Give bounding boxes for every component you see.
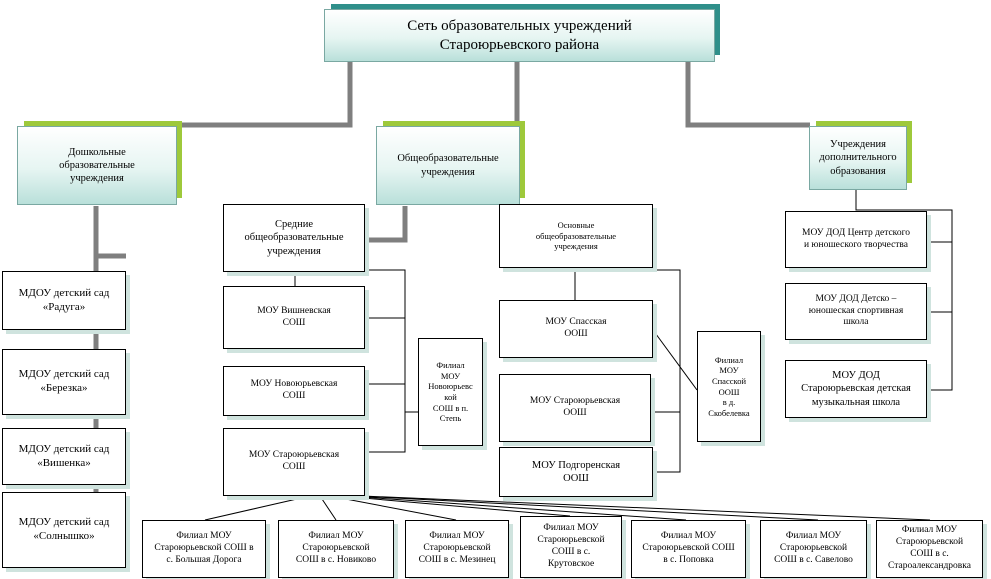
branch-item-label: Филиал МОУ Староюрьевской СОШ в с. Савел… [774, 531, 853, 565]
preschool-item: МДОУ детский сад «Вишенка» [2, 428, 126, 485]
basic-header: Основные общеобразовательные учреждения [499, 204, 653, 268]
additional-item-label: МОУ ДОД Староюрьевская детская музыкальн… [801, 370, 911, 408]
branch-item-label: Филиал МОУ Староюрьевской СОШ в с. Новик… [295, 531, 377, 565]
branch-item: Филиал МОУ Староюрьевской СОШ в с. Новик… [278, 520, 394, 578]
category-preschool: Дошкольные образовательные учреждения [17, 121, 182, 205]
secondary-school-label: МОУ Вишневская СОШ [257, 305, 331, 328]
preschool-item-label: МДОУ детский сад «Радуга» [18, 286, 110, 313]
branch-item: Филиал МОУ Староюрьевской СОШ в с. Попов… [631, 520, 746, 578]
basic-school-label: МОУ Спасская ООШ [545, 317, 607, 339]
secondary-school-label: МОУ Староюрьевская СОШ [248, 450, 340, 472]
category-additional-label: Учреждения дополнительного образования [819, 139, 897, 177]
preschool-item-label: МДОУ детский сад «Березка» [18, 368, 110, 394]
category-general-label: Общеобразовательные учреждения [397, 153, 499, 178]
basic-school-label: МОУ Подгоренская ООШ [531, 459, 621, 484]
basic-branch: Филиал МОУ Спасской ООШ в д. Скобелевка [697, 331, 761, 442]
basic-header-label: Основные общеобразовательные учреждения [535, 220, 617, 252]
preschool-item-label: МДОУ детский сад «Вишенка» [18, 442, 110, 469]
preschool-item: МДОУ детский сад «Березка» [2, 349, 126, 415]
branch-item: Филиал МОУ Староюрьевской СОШ в с. Савел… [760, 520, 867, 578]
additional-item: МОУ ДОД Детско – юношеская спортивная шк… [785, 283, 927, 340]
secondary-header: Средние общеобразовательные учреждения [223, 204, 365, 272]
basic-branch-label: Филиал МОУ Спасской ООШ в д. Скобелевка [708, 354, 750, 418]
secondary-branch: Филиал МОУ Новоюрьевс кой СОШ в п. Степь [418, 338, 483, 446]
secondary-branch-label: Филиал МОУ Новоюрьевс кой СОШ в п. Степь [428, 360, 473, 424]
additional-item-label: МОУ ДОД Центр детского и юношеского твор… [802, 227, 910, 250]
secondary-header-label: Средние общеобразовательные учреждения [244, 219, 344, 257]
branch-item: Филиал МОУ Староюрьевской СОШ в с. Старо… [876, 520, 983, 578]
basic-school: МОУ Спасская ООШ [499, 300, 653, 358]
additional-item: МОУ ДОД Центр детского и юношеского твор… [785, 211, 927, 268]
branch-item: Филиал МОУ Староюрьевской СОШ в с. Мезин… [405, 520, 509, 578]
category-general: Общеобразовательные учреждения [376, 121, 525, 205]
secondary-school: МОУ Староюрьевская СОШ [223, 428, 365, 496]
page-title: Сеть образовательных учреждений Староюрь… [324, 4, 720, 62]
preschool-item: МДОУ детский сад «Солнышко» [2, 492, 126, 568]
branch-item-label: Филиал МОУ Староюрьевской СОШ в с. Старо… [888, 525, 971, 571]
branch-item-label: Филиал МОУ Староюрьевской СОШ в с. Попов… [642, 531, 735, 565]
branch-item: Филиал МОУ Староюрьевской СОШ в с. Круто… [520, 516, 622, 578]
basic-school: МОУ Староюрьевская ООШ [499, 374, 651, 442]
secondary-school: МОУ Новоюрьевская СОШ [223, 366, 365, 416]
branch-item-label: Филиал МОУ Староюрьевской СОШ в с. Больш… [154, 531, 254, 565]
basic-school-label: МОУ Староюрьевская ООШ [529, 396, 621, 418]
branch-item-label: Филиал МОУ Староюрьевской СОШ в с. Мезин… [418, 531, 496, 565]
secondary-school: МОУ Вишневская СОШ [223, 286, 365, 349]
page-title-text: Сеть образовательных учреждений Староюрь… [407, 17, 632, 53]
branch-item: Филиал МОУ Староюрьевской СОШ в с. Больш… [142, 520, 266, 578]
preschool-item: МДОУ детский сад «Радуга» [2, 271, 126, 330]
category-additional: Учреждения дополнительного образования [809, 121, 912, 190]
category-preschool-label: Дошкольные образовательные учреждения [59, 146, 135, 185]
additional-item: МОУ ДОД Староюрьевская детская музыкальн… [785, 360, 927, 418]
branch-item-label: Филиал МОУ Староюрьевской СОШ в с. Круто… [537, 523, 605, 569]
secondary-school-label: МОУ Новоюрьевская СОШ [250, 379, 338, 401]
basic-school: МОУ Подгоренская ООШ [499, 447, 653, 497]
preschool-item-label: МДОУ детский сад «Солнышко» [18, 516, 110, 542]
additional-item-label: МОУ ДОД Детско – юношеская спортивная шк… [808, 293, 904, 328]
